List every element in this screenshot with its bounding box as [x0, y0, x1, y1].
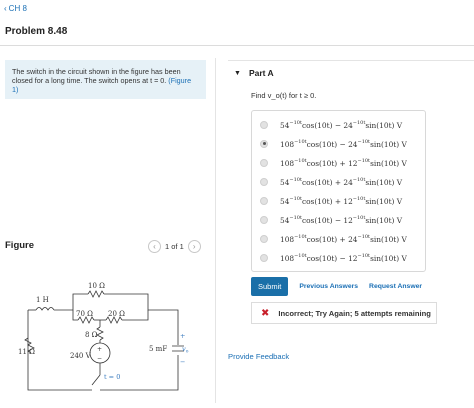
figure-heading: Figure [5, 240, 35, 251]
source-minus: − [97, 355, 102, 362]
choice-expression: 108−10tcos(10t) − 24−10tsin(10t) V [280, 138, 407, 149]
back-to-chapter-link[interactable]: ‹ CH 8 [4, 4, 27, 13]
request-answer-link[interactable]: Request Answer [369, 283, 423, 290]
problem-title: Problem 8.48 [5, 26, 68, 37]
part-divider [228, 60, 474, 61]
chevron-left-icon: ‹ [4, 4, 7, 13]
submit-button[interactable]: Submit [251, 277, 289, 296]
answer-choice[interactable]: 54−10tcos(10t) − 24−10tsin(10t) V [260, 115, 425, 134]
resistor-70 [77, 316, 95, 324]
answer-choice[interactable]: 54−10tcos(10t) − 12−10tsin(10t) V [260, 210, 425, 229]
label-r8: 8 Ω [85, 331, 98, 339]
label-r10: 10 Ω [88, 282, 105, 290]
resistor-8 [96, 326, 104, 341]
choice-expression: 54−10tcos(10t) + 12−10tsin(10t) V [280, 195, 403, 206]
source-plus: + [97, 346, 102, 353]
prev-figure-button[interactable]: ‹ [148, 240, 161, 253]
switch [91, 374, 101, 386]
choice-expression: 108−10tcos(10t) + 24−10tsin(10t) V [280, 233, 407, 244]
answer-choice[interactable]: 108−10tcos(10t) − 12−10tsin(10t) V [260, 248, 425, 267]
part-title: Part A [248, 68, 274, 78]
part-a-header[interactable]: ▼ Part A [234, 68, 274, 78]
label-v240: 240 V [70, 352, 92, 360]
vo-plus: + [180, 332, 185, 340]
resistor-20 [105, 316, 123, 324]
circuit-diagram: 10 Ω 1 H 70 Ω 20 Ω 8 Ω 11 Ω 240 V 5 mF +… [18, 282, 189, 391]
back-link-label: CH 8 [8, 4, 27, 13]
choice-expression: 108−10tcos(10t) + 12−10tsin(10t) V [280, 157, 407, 168]
provide-feedback-link[interactable]: Provide Feedback [228, 352, 290, 361]
answer-choice[interactable]: 108−10tcos(10t) − 24−10tsin(10t) V [260, 134, 425, 153]
capacitor-5mf [172, 345, 184, 352]
answer-choice[interactable]: 108−10tcos(10t) + 24−10tsin(10t) V [260, 229, 425, 248]
question-text: Find v_o(t) for t ≥ 0. [251, 91, 317, 100]
answer-choice[interactable]: 108−10tcos(10t) + 12−10tsin(10t) V [260, 153, 425, 172]
label-r70: 70 Ω [76, 310, 93, 318]
choice-expression: 54−10tcos(10t) + 24−10tsin(10t) V [280, 176, 403, 187]
label-r20: 20 Ω [108, 310, 125, 318]
radio-button[interactable] [260, 177, 268, 186]
previous-answers-link[interactable]: Previous Answers [299, 283, 359, 290]
feedback-text: Incorrect; Try Again; 5 attempts remaini… [278, 308, 431, 318]
chevron-left-icon: ‹ [153, 242, 156, 251]
submit-row: Submit Previous Answers Request Answer [251, 277, 422, 296]
pager-count: 1 of 1 [165, 242, 184, 251]
problem-statement: The switch in the circuit shown in the f… [5, 60, 206, 99]
x-icon: ✖ [261, 307, 270, 319]
radio-button[interactable] [260, 234, 268, 243]
label-1h: 1 H [36, 296, 49, 304]
radio-button[interactable] [260, 158, 268, 167]
vo-label: vo [182, 345, 189, 355]
radio-button[interactable] [260, 253, 268, 262]
answer-choices: 54−10tcos(10t) − 24−10tsin(10t) V 108−10t… [251, 110, 426, 272]
label-r11: 11 Ω [18, 348, 35, 356]
header-divider [0, 45, 474, 46]
next-figure-button[interactable]: › [187, 240, 201, 253]
resistor-10 [87, 290, 105, 298]
feedback-box: ✖ Incorrect; Try Again; 5 attempts remai… [251, 302, 437, 324]
figure-pager: ‹ 1 of 1 › [148, 240, 201, 253]
figure-link[interactable]: (Figure 1) [12, 76, 192, 94]
resistor-11 [24, 337, 35, 354]
choice-expression: 108−10tcos(10t) − 12−10tsin(10t) V [280, 252, 407, 263]
radio-button[interactable] [260, 120, 268, 129]
answer-choice[interactable]: 54−10tcos(10t) + 12−10tsin(10t) V [260, 191, 425, 210]
choice-expression: 54−10tcos(10t) − 12−10tsin(10t) V [280, 214, 403, 225]
inductor-1h [35, 307, 55, 311]
label-switch: t = 0 [104, 373, 120, 381]
column-divider [215, 58, 216, 403]
answer-choice[interactable]: 54−10tcos(10t) + 24−10tsin(10t) V [260, 172, 425, 191]
chevron-right-icon: › [192, 242, 196, 251]
radio-button[interactable] [260, 196, 268, 205]
statement-text: The switch in the circuit shown in the f… [12, 67, 181, 85]
vo-minus: − [180, 358, 185, 366]
triangle-down-icon: ▼ [234, 69, 241, 77]
radio-button[interactable] [260, 139, 268, 148]
label-c5mf: 5 mF [149, 345, 167, 353]
choice-expression: 54−10tcos(10t) − 24−10tsin(10t) V [280, 119, 403, 130]
radio-button[interactable] [260, 215, 268, 224]
